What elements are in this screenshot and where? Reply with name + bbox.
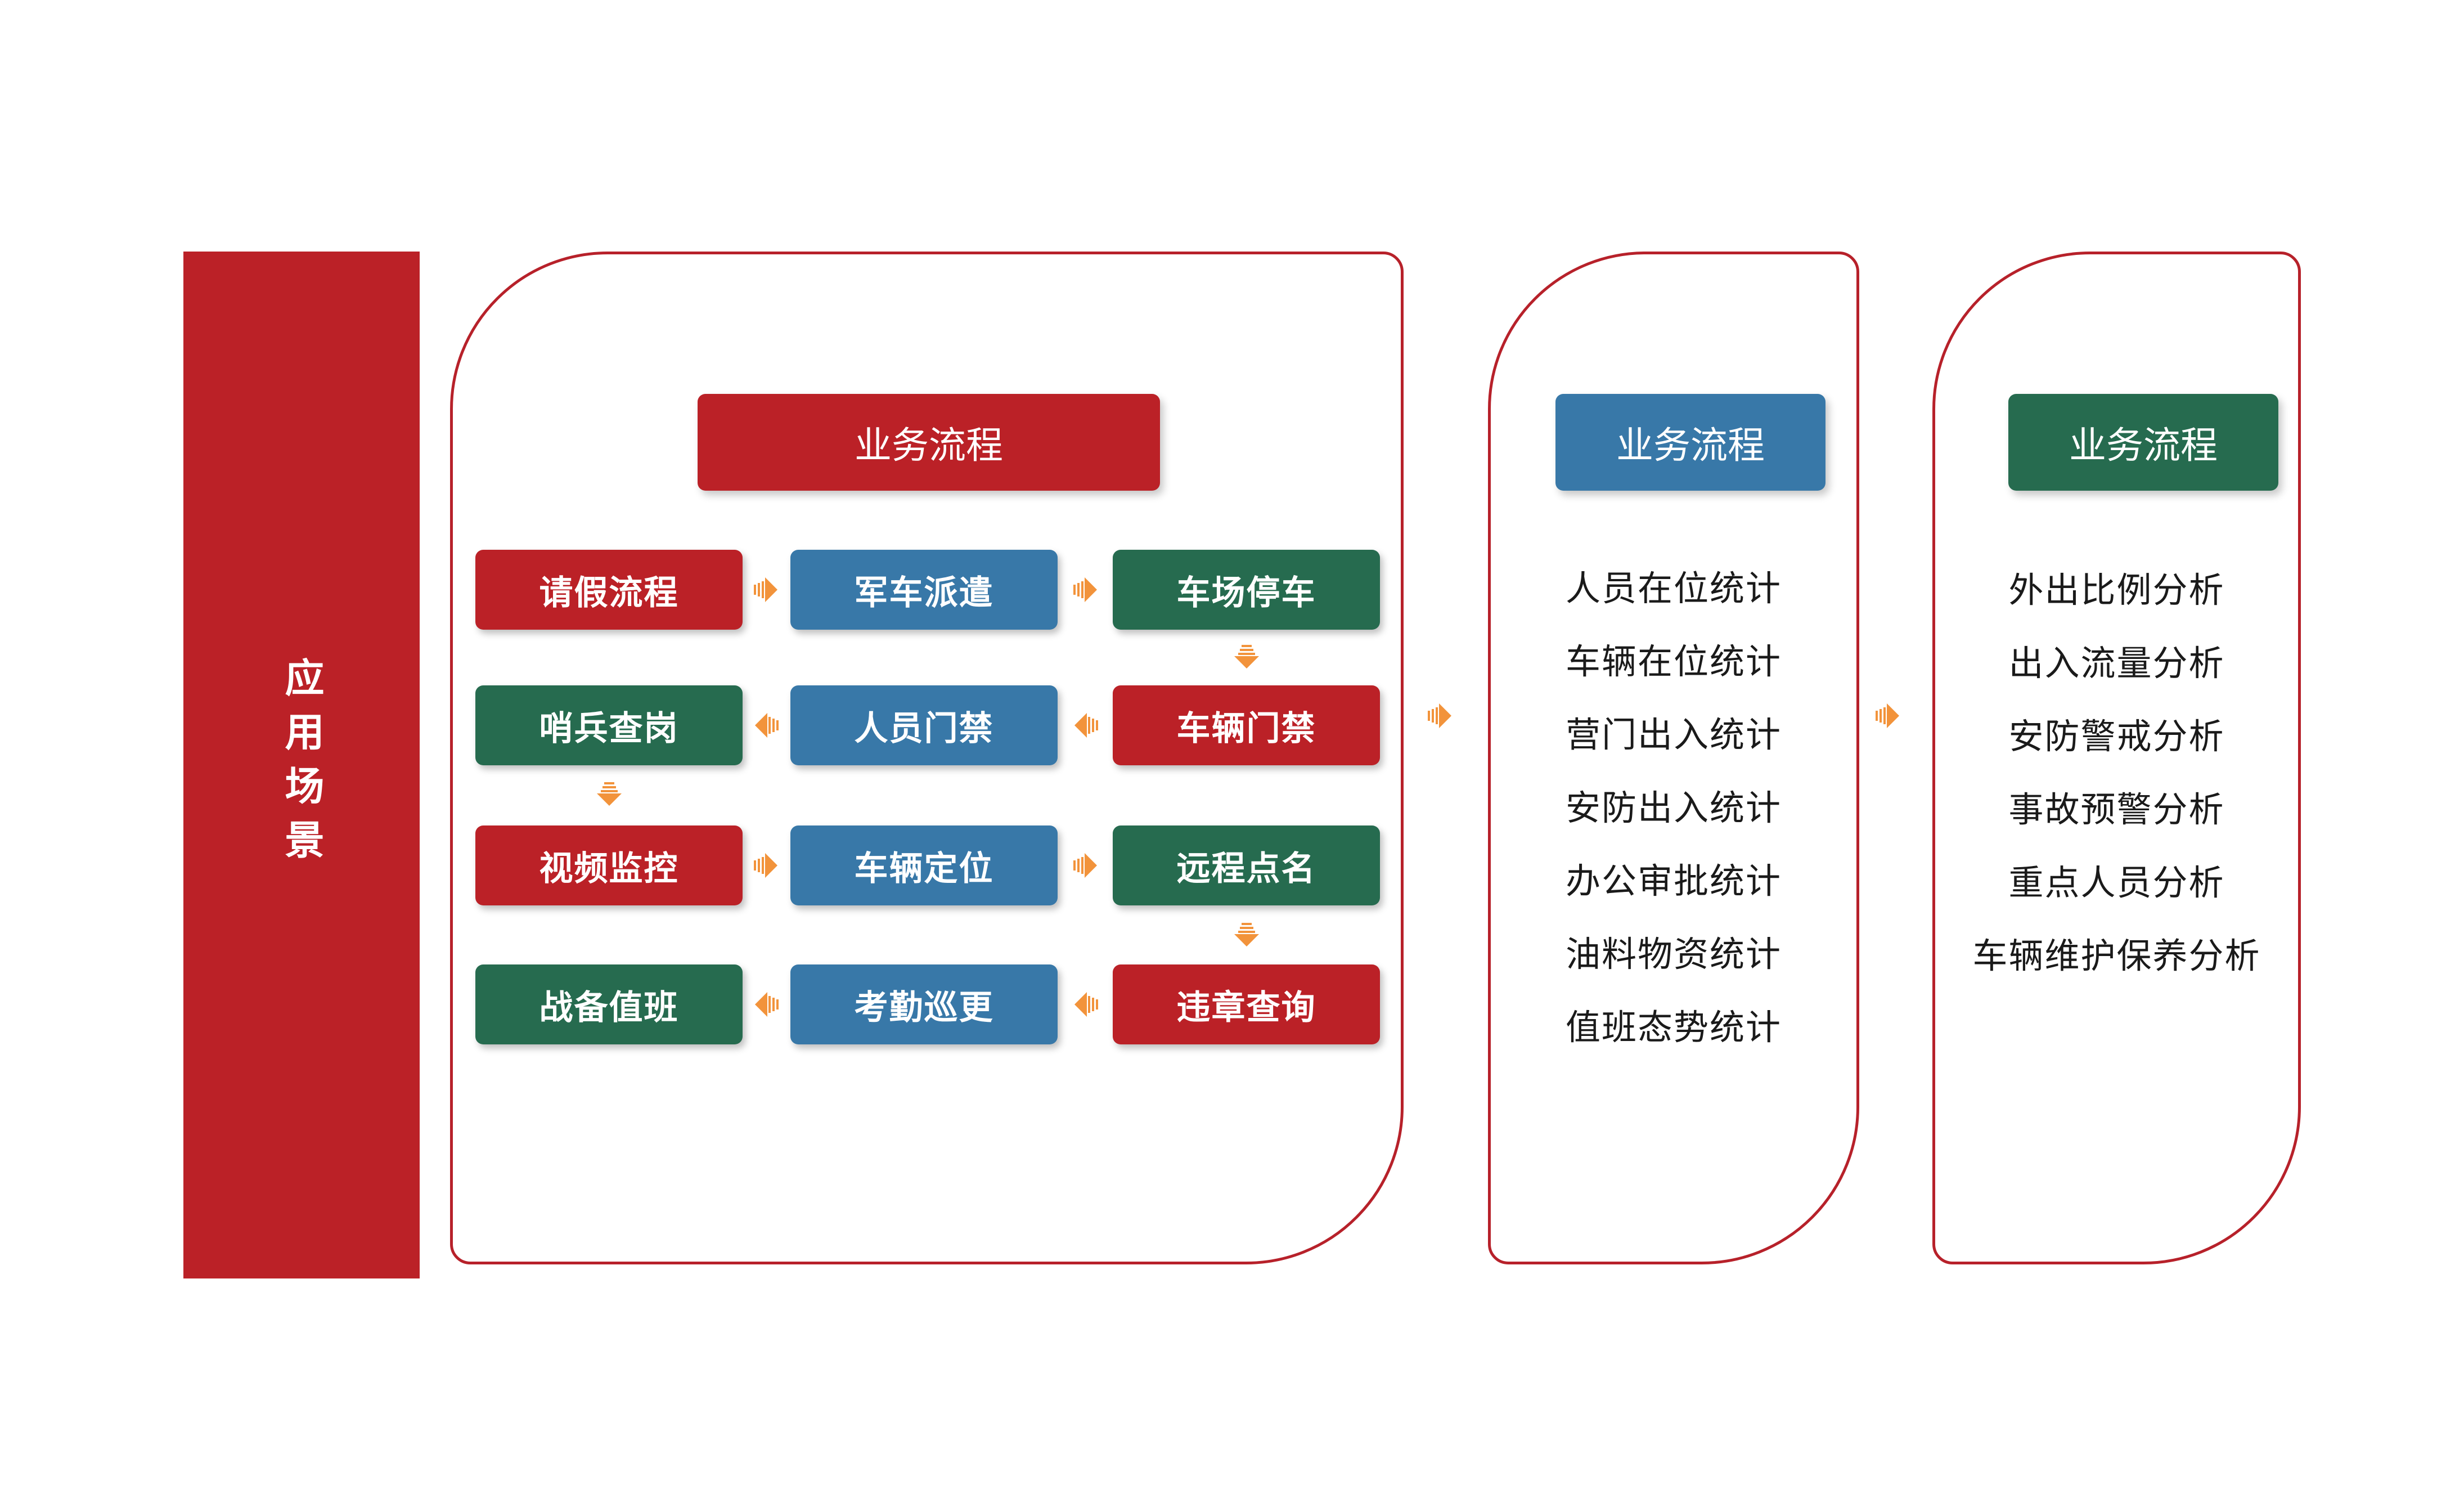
sidebar-title: 应用场景 — [280, 657, 323, 873]
flow-box-vehicle-access: 车辆门禁 — [1113, 685, 1380, 765]
arrow-down-icon — [1230, 914, 1264, 957]
arrow-right-icon — [1419, 699, 1462, 733]
arrow-left-icon — [1064, 988, 1107, 1021]
stats-item: 安防出入统计 — [1565, 789, 1782, 828]
arrow-down-icon — [1230, 636, 1264, 679]
flow-panel-header: 业务流程 — [698, 394, 1160, 491]
flow-box-vehicle-positioning: 车辆定位 — [790, 825, 1058, 905]
arrow-left-icon — [745, 708, 788, 742]
arrow-down-icon — [592, 773, 626, 816]
analysis-item: 车辆维护保养分析 — [1972, 937, 2261, 976]
arrow-left-icon — [1064, 708, 1107, 742]
analysis-item: 安防警戒分析 — [2008, 717, 2225, 756]
stats-item: 车辆在位统计 — [1565, 643, 1782, 681]
flow-box-personnel-access: 人员门禁 — [790, 685, 1058, 765]
flow-box-sentry-check: 哨兵查岗 — [475, 685, 743, 765]
flow-box-leave-request: 请假流程 — [475, 550, 743, 630]
flow-box-parking: 车场停车 — [1113, 550, 1380, 630]
sidebar-application-scenarios: 应用场景 — [183, 252, 420, 1278]
arrow-left-icon — [745, 988, 788, 1021]
stats-item: 值班态势统计 — [1565, 1008, 1782, 1047]
analysis-item: 出入流量分析 — [2008, 644, 2225, 683]
flow-box-combat-duty: 战备值班 — [475, 964, 743, 1044]
stats-panel-header: 业务流程 — [1555, 394, 1825, 491]
flow-box-attendance-patrol: 考勤巡更 — [790, 964, 1058, 1044]
flow-box-military-vehicle-dispatch: 军车派遣 — [790, 550, 1058, 630]
arrow-right-icon — [1867, 699, 1909, 733]
analysis-item: 外出比例分析 — [2008, 571, 2225, 610]
stats-item: 办公审批统计 — [1565, 862, 1782, 901]
flow-box-video-surveillance: 视频监控 — [475, 825, 743, 905]
stats-item: 人员在位统计 — [1565, 569, 1782, 608]
analysis-item: 重点人员分析 — [2008, 864, 2225, 903]
arrow-right-icon — [745, 849, 788, 882]
arrow-right-icon — [1064, 573, 1107, 607]
analysis-item: 事故预警分析 — [2008, 791, 2225, 829]
arrow-right-icon — [1064, 849, 1107, 882]
analysis-panel-header: 业务流程 — [2008, 394, 2278, 491]
arrow-right-icon — [745, 573, 788, 607]
stats-item: 油料物资统计 — [1565, 935, 1782, 974]
stats-item: 营门出入统计 — [1565, 716, 1782, 755]
flow-box-violation-query: 违章查询 — [1113, 964, 1380, 1044]
flow-box-remote-rollcall: 远程点名 — [1113, 825, 1380, 905]
